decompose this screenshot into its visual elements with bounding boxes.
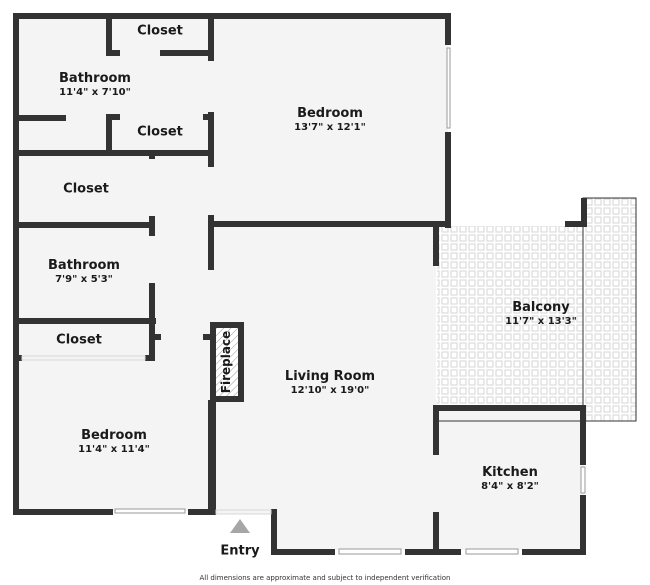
- room-bathroom-second: Bathroom 7'9" x 5'3": [48, 258, 120, 285]
- disclaimer-text: All dimensions are approximate and subje…: [199, 574, 451, 582]
- entry-arrow-icon: [230, 519, 250, 533]
- walls: [13, 13, 587, 555]
- fireplace-hatch: [216, 328, 238, 396]
- room-balcony: Balcony 11'7" x 13'3": [505, 300, 577, 327]
- balcony-area: [437, 197, 637, 422]
- fireplace-label: Fireplace: [219, 330, 233, 394]
- room-kitchen: Kitchen 8'4" x 8'2": [481, 465, 539, 492]
- room-closet-mid: Closet: [137, 124, 183, 140]
- entry-label: Entry: [220, 543, 260, 559]
- room-bedroom-master: Bedroom 13'7" x 12'1": [294, 106, 366, 133]
- room-bedroom-second: Bedroom 11'4" x 11'4": [78, 428, 150, 455]
- room-closet-top: Closet: [137, 23, 183, 39]
- room-closet-lower: Closet: [56, 332, 102, 348]
- room-living-room: Living Room 12'10" x 19'0": [284, 369, 376, 396]
- room-closet-left: Closet: [63, 181, 109, 197]
- room-bathroom-main: Bathroom 11'4" x 7'10": [59, 71, 131, 98]
- windows: [21, 47, 586, 555]
